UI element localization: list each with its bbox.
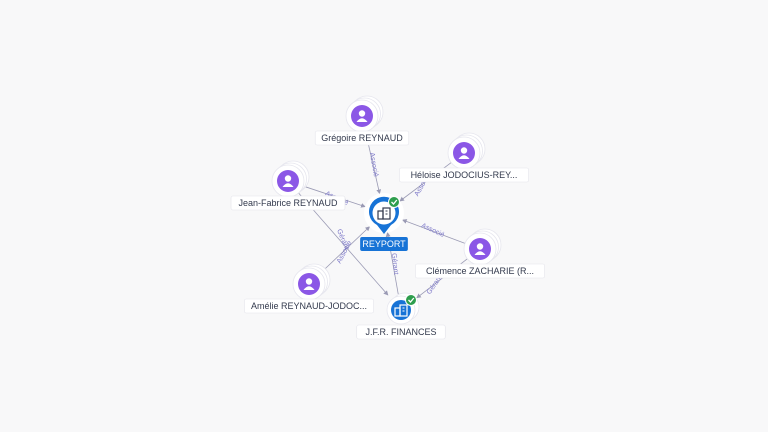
node-label-box — [314, 130, 410, 146]
person-icon — [453, 142, 475, 164]
edge-label: Gérant — [390, 253, 399, 275]
edge-label: Associé — [420, 222, 445, 239]
node-label-box — [415, 263, 545, 279]
node-label: J.F.R. FINANCES — [365, 327, 436, 337]
building-icon — [394, 304, 408, 317]
node-label: Clémence ZACHARIE (R... — [426, 266, 534, 276]
edge-line — [320, 226, 371, 274]
node-label: Héloise JODOCIUS-REY... — [411, 170, 518, 180]
person-icon — [469, 238, 491, 260]
nodes-layer: REYPORT J.F.R. FINANCES Grégoire REYNAUD Hé… — [230, 95, 545, 340]
building-icon — [377, 207, 391, 220]
node-label: REYPORT — [362, 239, 406, 249]
node-label-box — [230, 195, 346, 211]
person-icon — [277, 170, 299, 192]
verified-check-icon — [405, 294, 417, 306]
node-gregoire[interactable]: Grégoire REYNAUD — [314, 95, 410, 146]
verified-check-icon — [388, 196, 400, 208]
node-label-box — [356, 324, 446, 340]
node-reyport[interactable]: REYPORT — [360, 193, 408, 251]
node-heloise[interactable]: Héloise JODOCIUS-REY... — [399, 132, 529, 183]
node-amelie[interactable]: Amélie REYNAUD-JODOC... — [244, 263, 374, 314]
node-label: Jean-Fabrice REYNAUD — [238, 198, 338, 208]
edge-label: Gérant — [335, 228, 350, 251]
edge-label: Associé — [368, 152, 379, 177]
person-icon — [351, 105, 373, 127]
node-jeanfabrice[interactable]: Jean-Fabrice REYNAUD — [230, 160, 346, 211]
node-label-box — [244, 298, 374, 314]
node-label: Amélie REYNAUD-JODOC... — [251, 301, 367, 311]
node-jfr[interactable]: J.F.R. FINANCES — [356, 292, 446, 340]
node-label-box — [399, 167, 529, 183]
person-icon — [298, 273, 320, 295]
node-label-box — [360, 237, 408, 251]
node-label: Grégoire REYNAUD — [321, 133, 403, 143]
edge-clemence-reyport: Associé — [401, 219, 466, 244]
edge-line — [401, 219, 466, 244]
node-clemence[interactable]: Clémence ZACHARIE (R... — [415, 228, 545, 279]
